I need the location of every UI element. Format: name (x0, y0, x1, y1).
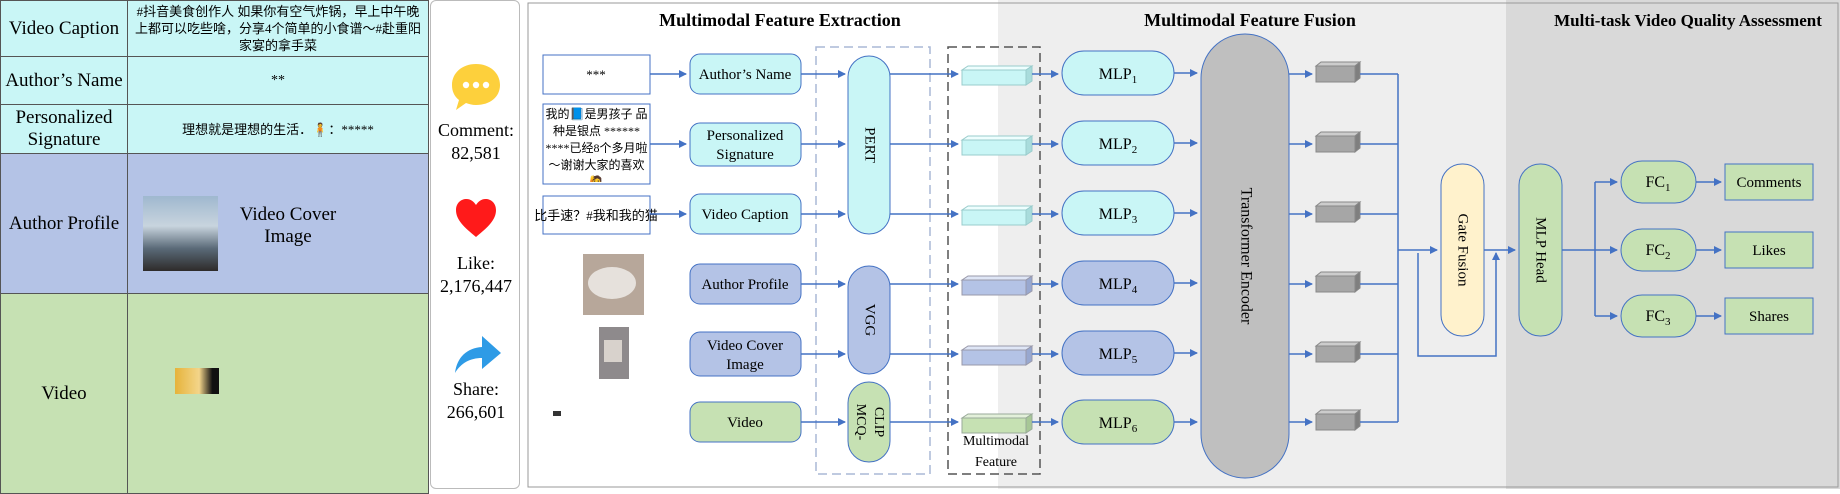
input-video-thumb (553, 411, 561, 416)
modality-author-name-label: Author’s Name (699, 67, 792, 83)
output-likes-label: Likes (1752, 243, 1785, 259)
feature-group (947, 46, 1041, 475)
modality-video-label: Video (727, 415, 763, 431)
share-label: Share: (453, 379, 499, 399)
feature-block-2 (960, 135, 1034, 156)
mlp-head-label: MLP Head (1533, 217, 1549, 283)
svg-text:FC1: FC1 (1645, 174, 1670, 194)
svg-text:MLP6: MLP6 (1099, 415, 1138, 435)
merge-lines (1360, 73, 1497, 423)
mlp-3: MLP3 (1061, 190, 1175, 236)
output-shares-label: Shares (1749, 309, 1789, 325)
feature-block-4 (960, 275, 1034, 296)
modality-signature-label-1: Personalized (707, 128, 784, 144)
svg-text:FC3: FC3 (1645, 308, 1671, 328)
video-thumbnail (175, 368, 219, 394)
fc-3: FC3 (1620, 294, 1697, 338)
pert-label: PERT (862, 127, 878, 163)
vgg-label: VGG (862, 304, 878, 337)
comment-count: 82,581 (451, 143, 501, 163)
engagement-panel: Comment: 82,581 Like: 2,176,447 Share: 2… (430, 0, 520, 489)
output-comments (1724, 163, 1814, 201)
caption-label: Video Caption (0, 0, 128, 57)
gate-label: Gate Fusion (1455, 214, 1471, 287)
example-table-panel: Video Caption #抖音美食创作人 如果你有空气炸锅，早上中午晚上都可… (0, 0, 429, 494)
pert-encoder (847, 55, 891, 235)
signature-label: Personalized Signature (0, 104, 128, 154)
comment-icon (452, 64, 500, 110)
like-count: 2,176,447 (440, 276, 512, 296)
token-block-3 (1314, 200, 1362, 224)
transformer-label: Transformer Encoder (1237, 188, 1254, 325)
video-label: Video (0, 293, 128, 494)
modality-author-profile-label: Author Profile (701, 277, 788, 293)
author-name-label: Author’s Name (0, 56, 128, 105)
video-cell (127, 293, 429, 494)
input-name-box (542, 54, 651, 95)
output-shares (1724, 297, 1814, 335)
feature-block-5 (960, 345, 1034, 366)
output-comments-label: Comments (1736, 175, 1801, 191)
share-icon (455, 336, 501, 373)
assessment-title: Multi-task Video Quality Assessment (1554, 11, 1822, 30)
fc-2: FC2 (1620, 228, 1697, 272)
output-likes (1724, 231, 1814, 269)
author-profile-photo (143, 196, 218, 271)
transformer-encoder (1200, 33, 1290, 479)
token-block-1 (1314, 60, 1362, 84)
comment-label: Comment: (438, 120, 514, 140)
token-block-4 (1314, 270, 1362, 294)
input-signature-box (542, 103, 651, 185)
modality-signature-label-2: Signature (716, 147, 774, 163)
cover-label: Video Cover Image (239, 204, 337, 247)
cat-shape (588, 267, 636, 299)
modality-cover-label-1: Video Cover (707, 338, 783, 354)
modality-cover-label-2: Image (726, 357, 764, 373)
author-name-value: ** (127, 56, 429, 105)
clip-label-1: MCQ- (853, 404, 868, 441)
like-label: Like: (457, 253, 495, 273)
modality-caption-label: Video Caption (701, 207, 789, 223)
encoder-group (815, 46, 931, 475)
input-name-text: *** (586, 67, 606, 82)
feature-block-6 (960, 413, 1034, 434)
author-profile-label: Author Profile (0, 153, 128, 294)
feature-block-1 (960, 65, 1034, 86)
caption-value: #抖音美食创作人 如果你有空气炸锅，早上中午晚上都可以吃些啥，分享4个简单的小食… (127, 0, 429, 57)
svg-text:MLP5: MLP5 (1099, 346, 1138, 366)
vgg-encoder (847, 265, 891, 375)
token-block-2 (1314, 130, 1362, 154)
mlp-5: MLP5 (1061, 330, 1175, 376)
extraction-title: Multimodal Feature Extraction (659, 10, 901, 30)
feature-label-1: Multimodal (963, 434, 1029, 449)
mlp-4: MLP4 (1061, 260, 1175, 306)
fusion-title: Multimodal Feature Fusion (1144, 10, 1356, 30)
input-signature-text: 我的📘是男孩子 品种是银点 ****** ****已经8个多月啦～谢谢大家的喜欢… (545, 107, 648, 182)
fc-1: FC1 (1620, 160, 1697, 204)
svg-text:MLP4: MLP4 (1099, 276, 1138, 296)
token-block-5 (1314, 340, 1362, 364)
profile-cover-cell: Video Cover Image (127, 153, 429, 294)
input-caption-box (542, 195, 651, 235)
svg-text:MLP3: MLP3 (1099, 206, 1138, 226)
mlp-2: MLP2 (1061, 120, 1175, 166)
mlp-6: MLP6 (1061, 399, 1175, 445)
token-block-6 (1314, 408, 1362, 432)
svg-text:MLP2: MLP2 (1099, 136, 1137, 156)
cover-image-detail (604, 340, 622, 362)
svg-text:FC2: FC2 (1645, 242, 1670, 262)
feature-block-3 (960, 205, 1034, 226)
input-caption-text: 比手速？#我和我的猫 (534, 208, 658, 223)
input-signature-wrap: 我的📘是男孩子 品种是银点 ****** ****已经8个多月啦～谢谢大家的喜欢… (545, 107, 648, 182)
diagram-border (527, 2, 1839, 488)
heart-icon (456, 199, 496, 237)
clip-label-2: CLIP (871, 407, 886, 438)
share-count: 266,601 (446, 402, 506, 422)
mlp-1: MLP1 (1061, 50, 1175, 96)
feature-label-2: Feature (975, 455, 1017, 470)
signature-value: 理想就是理想的生活．🧍：***** (127, 104, 429, 154)
svg-text:MLP1: MLP1 (1099, 66, 1137, 86)
head-branch (1562, 182, 1596, 316)
